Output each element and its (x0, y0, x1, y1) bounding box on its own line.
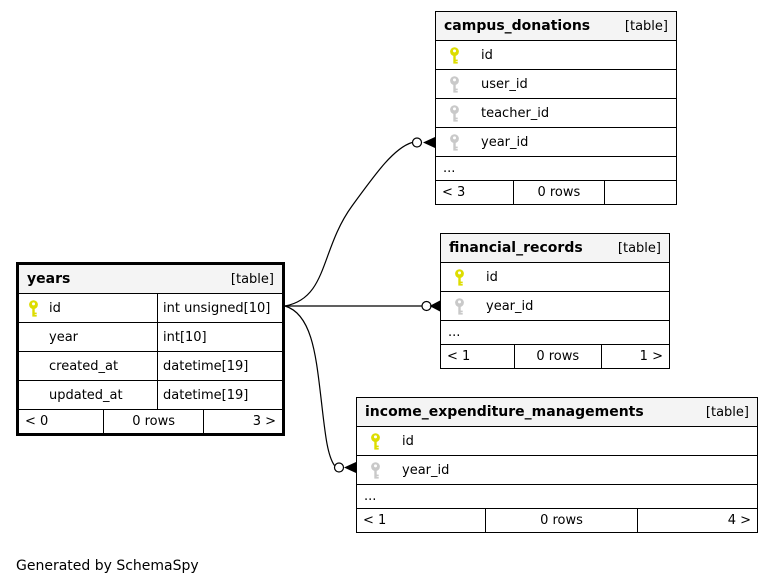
relationship-arrowhead-income-expenditure (344, 462, 356, 473)
ellipsis-row: ... (357, 484, 757, 508)
table-years: years [table] id int unsigned[10] year i… (16, 262, 285, 436)
table-footer: < 0 0 rows 3 > (19, 409, 282, 433)
footer-row-count: 0 rows (513, 345, 601, 368)
footer-parent-count: < 1 (447, 349, 471, 364)
column-row-updated-at: updated_at datetime[19] (19, 380, 282, 409)
table-tag: [table] (705, 404, 749, 420)
column-row-id: id (357, 426, 757, 455)
footer-child-count: 4 > (637, 509, 757, 532)
table-footer: < 3 0 rows (436, 180, 676, 204)
ellipsis-row: ... (441, 320, 669, 344)
foreign-key-icon (455, 298, 464, 315)
column-type: datetime[19] (157, 352, 282, 380)
foreign-key-icon (450, 105, 459, 122)
table-name[interactable]: financial_records (449, 240, 583, 256)
table-tag: [table] (230, 271, 274, 287)
column-name: updated_at (49, 387, 123, 403)
table-income-expenditure-managements: income_expenditure_managements [table] i… (356, 397, 758, 533)
footer-parent-count: < 1 (363, 513, 387, 528)
table-header: campus_donations [table] (436, 12, 676, 40)
relationship-zero-circle-income-expenditure (333, 462, 345, 473)
column-type: int unsigned[10] (157, 294, 282, 322)
column-name: created_at (49, 358, 119, 374)
foreign-key-icon (450, 76, 459, 93)
column-name: year (49, 329, 79, 345)
column-name: teacher_id (481, 105, 550, 121)
footer-child-count: 1 > (600, 345, 669, 368)
footer-parent-count: < 3 (442, 185, 466, 200)
primary-key-icon (29, 300, 38, 317)
ellipsis-row: ... (436, 156, 676, 180)
primary-key-icon (450, 47, 459, 64)
footer-row-count: 0 rows (512, 181, 604, 204)
table-name[interactable]: campus_donations (444, 18, 591, 34)
footer-row-count: 0 rows (103, 410, 203, 433)
column-row-created-at: created_at datetime[19] (19, 351, 282, 380)
column-row-id: id (441, 262, 669, 291)
column-row-teacher-id: teacher_id (436, 98, 676, 127)
column-row-year-id: year_id (441, 291, 669, 320)
table-header: income_expenditure_managements [table] (357, 398, 757, 426)
column-name: id (481, 47, 493, 63)
primary-key-icon (455, 269, 464, 286)
foreign-key-icon (450, 134, 459, 151)
column-name: user_id (481, 76, 528, 92)
table-header: years [table] (19, 265, 282, 293)
table-footer: < 1 0 rows 1 > (441, 344, 669, 368)
column-name: id (486, 269, 498, 285)
column-row-id: id (436, 40, 676, 69)
column-name: year_id (481, 134, 529, 150)
relationship-line-years-campus-donations (284, 141, 413, 307)
table-financial-records: financial_records [table] id year_id ...… (440, 233, 670, 369)
table-campus-donations: campus_donations [table] id user_id teac… (435, 11, 677, 205)
table-footer: < 1 0 rows 4 > (357, 508, 757, 532)
column-row-year-id: year_id (436, 127, 676, 156)
table-header: financial_records [table] (441, 234, 669, 262)
table-tag: [table] (617, 240, 661, 256)
column-type: int[10] (157, 323, 282, 351)
generated-by-label: Generated by SchemaSpy (16, 558, 199, 574)
footer-child-count: 3 > (203, 410, 282, 433)
relationship-zero-circle-financial-records (421, 300, 432, 312)
footer-parent-count: < 0 (25, 414, 49, 429)
column-name: id (402, 433, 414, 449)
table-name[interactable]: years (27, 271, 71, 287)
column-row-user-id: user_id (436, 69, 676, 98)
relationship-line-years-income-expenditure (284, 305, 335, 466)
primary-key-icon (371, 433, 380, 450)
column-name: id (49, 300, 61, 316)
column-type: datetime[19] (157, 381, 282, 409)
table-tag: [table] (624, 18, 668, 34)
relationship-arrowhead-campus-donations (423, 137, 435, 148)
table-name[interactable]: income_expenditure_managements (365, 404, 644, 420)
footer-row-count: 0 rows (485, 509, 637, 532)
relationship-zero-circle-campus-donations (411, 137, 423, 148)
relationship-arrowhead-financial-records (429, 300, 440, 312)
column-row-year: year int[10] (19, 322, 282, 351)
column-row-id: id int unsigned[10] (19, 293, 282, 322)
column-name: year_id (402, 462, 450, 478)
foreign-key-icon (371, 462, 380, 479)
footer-child-count (603, 181, 676, 204)
column-row-year-id: year_id (357, 455, 757, 484)
column-name: year_id (486, 298, 534, 314)
